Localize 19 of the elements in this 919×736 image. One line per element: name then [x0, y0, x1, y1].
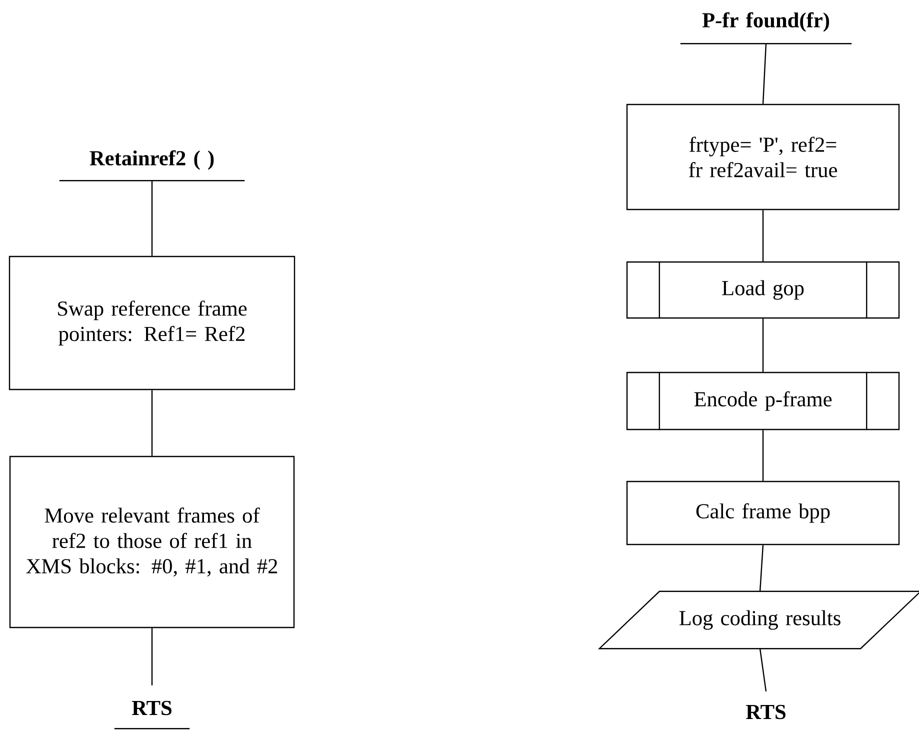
terminal-label: RTS [746, 704, 786, 720]
connector-line [762, 210, 764, 262]
connector-line [759, 545, 764, 592]
terminal-label: P-fr found(fr) [680, 12, 852, 44]
connector-line [151, 390, 153, 456]
connector-line [759, 648, 767, 692]
process-box: Move relevant frames of ref2 to those of ref1 in XMS blocks: #0, #1, and #2 [9, 456, 295, 628]
connector-line [762, 430, 764, 481]
connector-line [762, 318, 764, 372]
subroutine-box: Load gop [626, 261, 900, 319]
subroutine-box: Encode p-frame [626, 372, 900, 430]
connector-line [762, 44, 767, 104]
connector-line [151, 180, 153, 256]
connector-line [151, 628, 153, 686]
terminal-label: RTS [114, 700, 190, 730]
process-box: Calc frame bpp [626, 480, 900, 546]
process-box: Swap reference frame pointers: Ref1= Ref2 [8, 256, 296, 390]
process-box: frtype= 'P', ref2= fr ref2avail= true [626, 104, 900, 210]
terminal-label: Retainref2 ( ) [59, 150, 245, 182]
